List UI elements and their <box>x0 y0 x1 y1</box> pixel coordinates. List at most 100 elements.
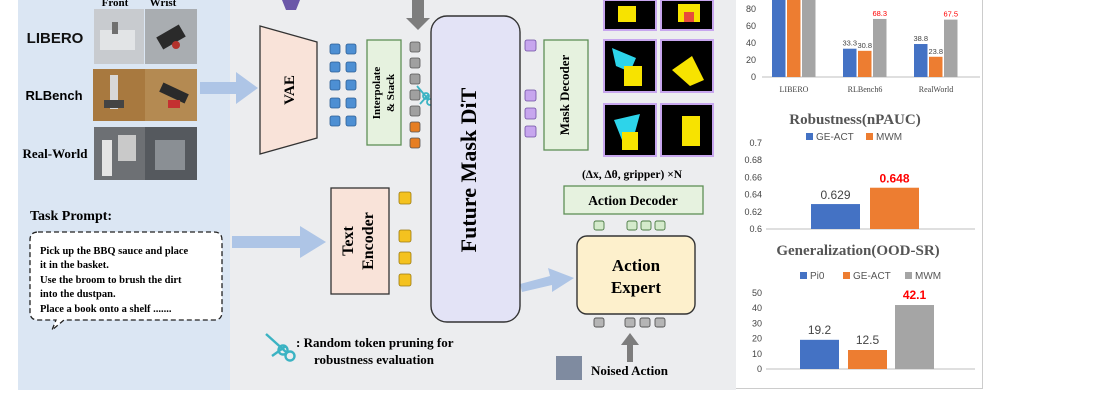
action-decoder-label: Action Decoder <box>588 193 678 208</box>
y-tick-label: 30 <box>752 318 762 328</box>
pruning-note: : Random token pruning for <box>296 335 454 350</box>
architecture-svg: VAE Interpolate & Stack Text Encoder Fut… <box>200 0 714 380</box>
y-tick-label: 0.64 <box>744 190 762 200</box>
mask-decoder-label: Mask Decoder <box>557 55 572 136</box>
bar <box>772 0 786 77</box>
y-tick-label: 40 <box>752 303 762 313</box>
y-tick-label: 80 <box>746 4 756 14</box>
bar <box>843 48 857 77</box>
x-tick-label: RLBench6 <box>848 85 883 94</box>
data-label: 33.3 <box>842 39 857 48</box>
data-label: 30.8 <box>857 41 872 50</box>
bar <box>811 204 860 229</box>
stack-label: & Stack <box>385 73 397 112</box>
cube-icon <box>282 0 300 10</box>
predicted-masks <box>603 0 714 157</box>
view-label-wrist: Wrist <box>150 0 177 9</box>
y-tick-label: 10 <box>752 349 762 359</box>
bar <box>800 339 839 369</box>
task-prompt-title: Task Prompt: <box>30 209 112 224</box>
arrow-prompt-to-encoder <box>232 226 326 258</box>
view-label-front: Front <box>102 0 129 9</box>
interpolate-label: Interpolate <box>371 67 383 120</box>
dit-label: Future Mask DiT <box>456 87 481 252</box>
y-tick-label: 0.66 <box>744 172 762 182</box>
pruning-scissors-icon <box>265 333 296 362</box>
bar <box>929 56 943 77</box>
action-head-label: (Δx, Δθ, gripper) ×N <box>582 169 683 181</box>
rlbench-frames <box>93 69 197 121</box>
legend-label: GE-ACT <box>816 132 854 143</box>
text-encoder-label: Encoder <box>360 212 377 270</box>
text-encoder-label: Text <box>340 226 357 256</box>
noised-action-label: Noised Action <box>591 363 669 378</box>
x-tick-label: LIBERO <box>780 85 809 94</box>
stacked-tokens <box>409 41 421 149</box>
legend-label: Pi0 <box>810 271 825 282</box>
legend-swatch <box>866 133 873 140</box>
y-tick-label: 0 <box>757 364 762 374</box>
y-tick-label: 20 <box>746 55 756 65</box>
task-prompt-line: it in the basket. <box>40 260 109 271</box>
action-decoder-block <box>563 185 704 215</box>
action-tokens <box>593 220 666 231</box>
legend-label: MWM <box>876 132 902 143</box>
data-label: 0.629 <box>820 188 850 202</box>
task-prompt-line: Pick up the BBQ sauce and place <box>40 246 189 257</box>
bar <box>895 305 934 369</box>
y-tick-label: 0.6 <box>749 224 762 234</box>
vae-block <box>259 25 318 155</box>
x-tick-label: RealWorld <box>919 85 953 94</box>
legend-swatch <box>843 272 850 279</box>
y-tick-label: 0.62 <box>744 207 762 217</box>
libero-frames <box>94 9 197 64</box>
legend-label: MWM <box>915 271 941 282</box>
data-label: 67.5 <box>943 10 958 19</box>
y-tick-label: 20 <box>752 334 762 344</box>
results-svg: Robustness(nPAUC) Generalization(OOD-SR)… <box>744 0 980 374</box>
bar <box>858 50 872 77</box>
y-tick-label: 0.68 <box>744 155 762 165</box>
task-prompt-line: Place a book onto a shelf ....... <box>40 304 172 315</box>
task-prompt-line: into the dustpan. <box>40 289 116 300</box>
text-tokens <box>398 191 412 287</box>
legend-label: GE-ACT <box>853 271 891 282</box>
bar <box>848 350 887 369</box>
vae-label: VAE <box>282 75 298 105</box>
realworld-frames <box>94 127 197 180</box>
bar <box>914 44 928 77</box>
mask-decoder-block <box>543 39 589 151</box>
future-mask-dit-block <box>430 15 521 323</box>
data-label: 12.5 <box>856 333 880 347</box>
action-expert-label: Action <box>612 256 661 275</box>
bar <box>944 19 958 77</box>
legend-swatch <box>800 272 807 279</box>
y-tick-label: 0.7 <box>749 138 762 148</box>
pruning-note: robustness evaluation <box>314 352 435 367</box>
bar <box>870 187 919 229</box>
robustness-title: Robustness(nPAUC) <box>789 112 920 128</box>
down-arrow-icon <box>406 0 430 30</box>
text-encoder-block <box>330 187 390 295</box>
action-expert-label: Expert <box>611 278 661 297</box>
task-prompt-line: Use the broom to brush the dirt <box>40 275 182 286</box>
data-label: 38.8 <box>913 34 928 43</box>
noise-thumbnail <box>556 356 582 380</box>
y-tick-label: 40 <box>746 38 756 48</box>
dataset-rlbench-label: RLBench <box>25 88 82 103</box>
action-expert-block <box>576 235 696 315</box>
input-panel-svg: Front Wrist LIBERO RLBench Real-World Ta… <box>23 0 223 331</box>
y-tick-label: 50 <box>752 288 762 298</box>
dataset-libero-logo: LIBERO <box>27 30 84 47</box>
bar <box>802 0 816 77</box>
arrow-dit-to-expert <box>520 268 574 292</box>
generalization-title: Generalization(OOD-SR) <box>776 243 939 259</box>
bar <box>787 0 801 77</box>
mask-tokens <box>524 39 537 138</box>
dataset-realworld-label: Real-World <box>23 146 89 161</box>
data-label: 19.2 <box>808 323 832 337</box>
legend-swatch <box>905 272 912 279</box>
data-label: 42.1 <box>903 288 927 302</box>
latent-token-grid <box>329 43 357 127</box>
data-label: 23.8 <box>928 47 943 56</box>
